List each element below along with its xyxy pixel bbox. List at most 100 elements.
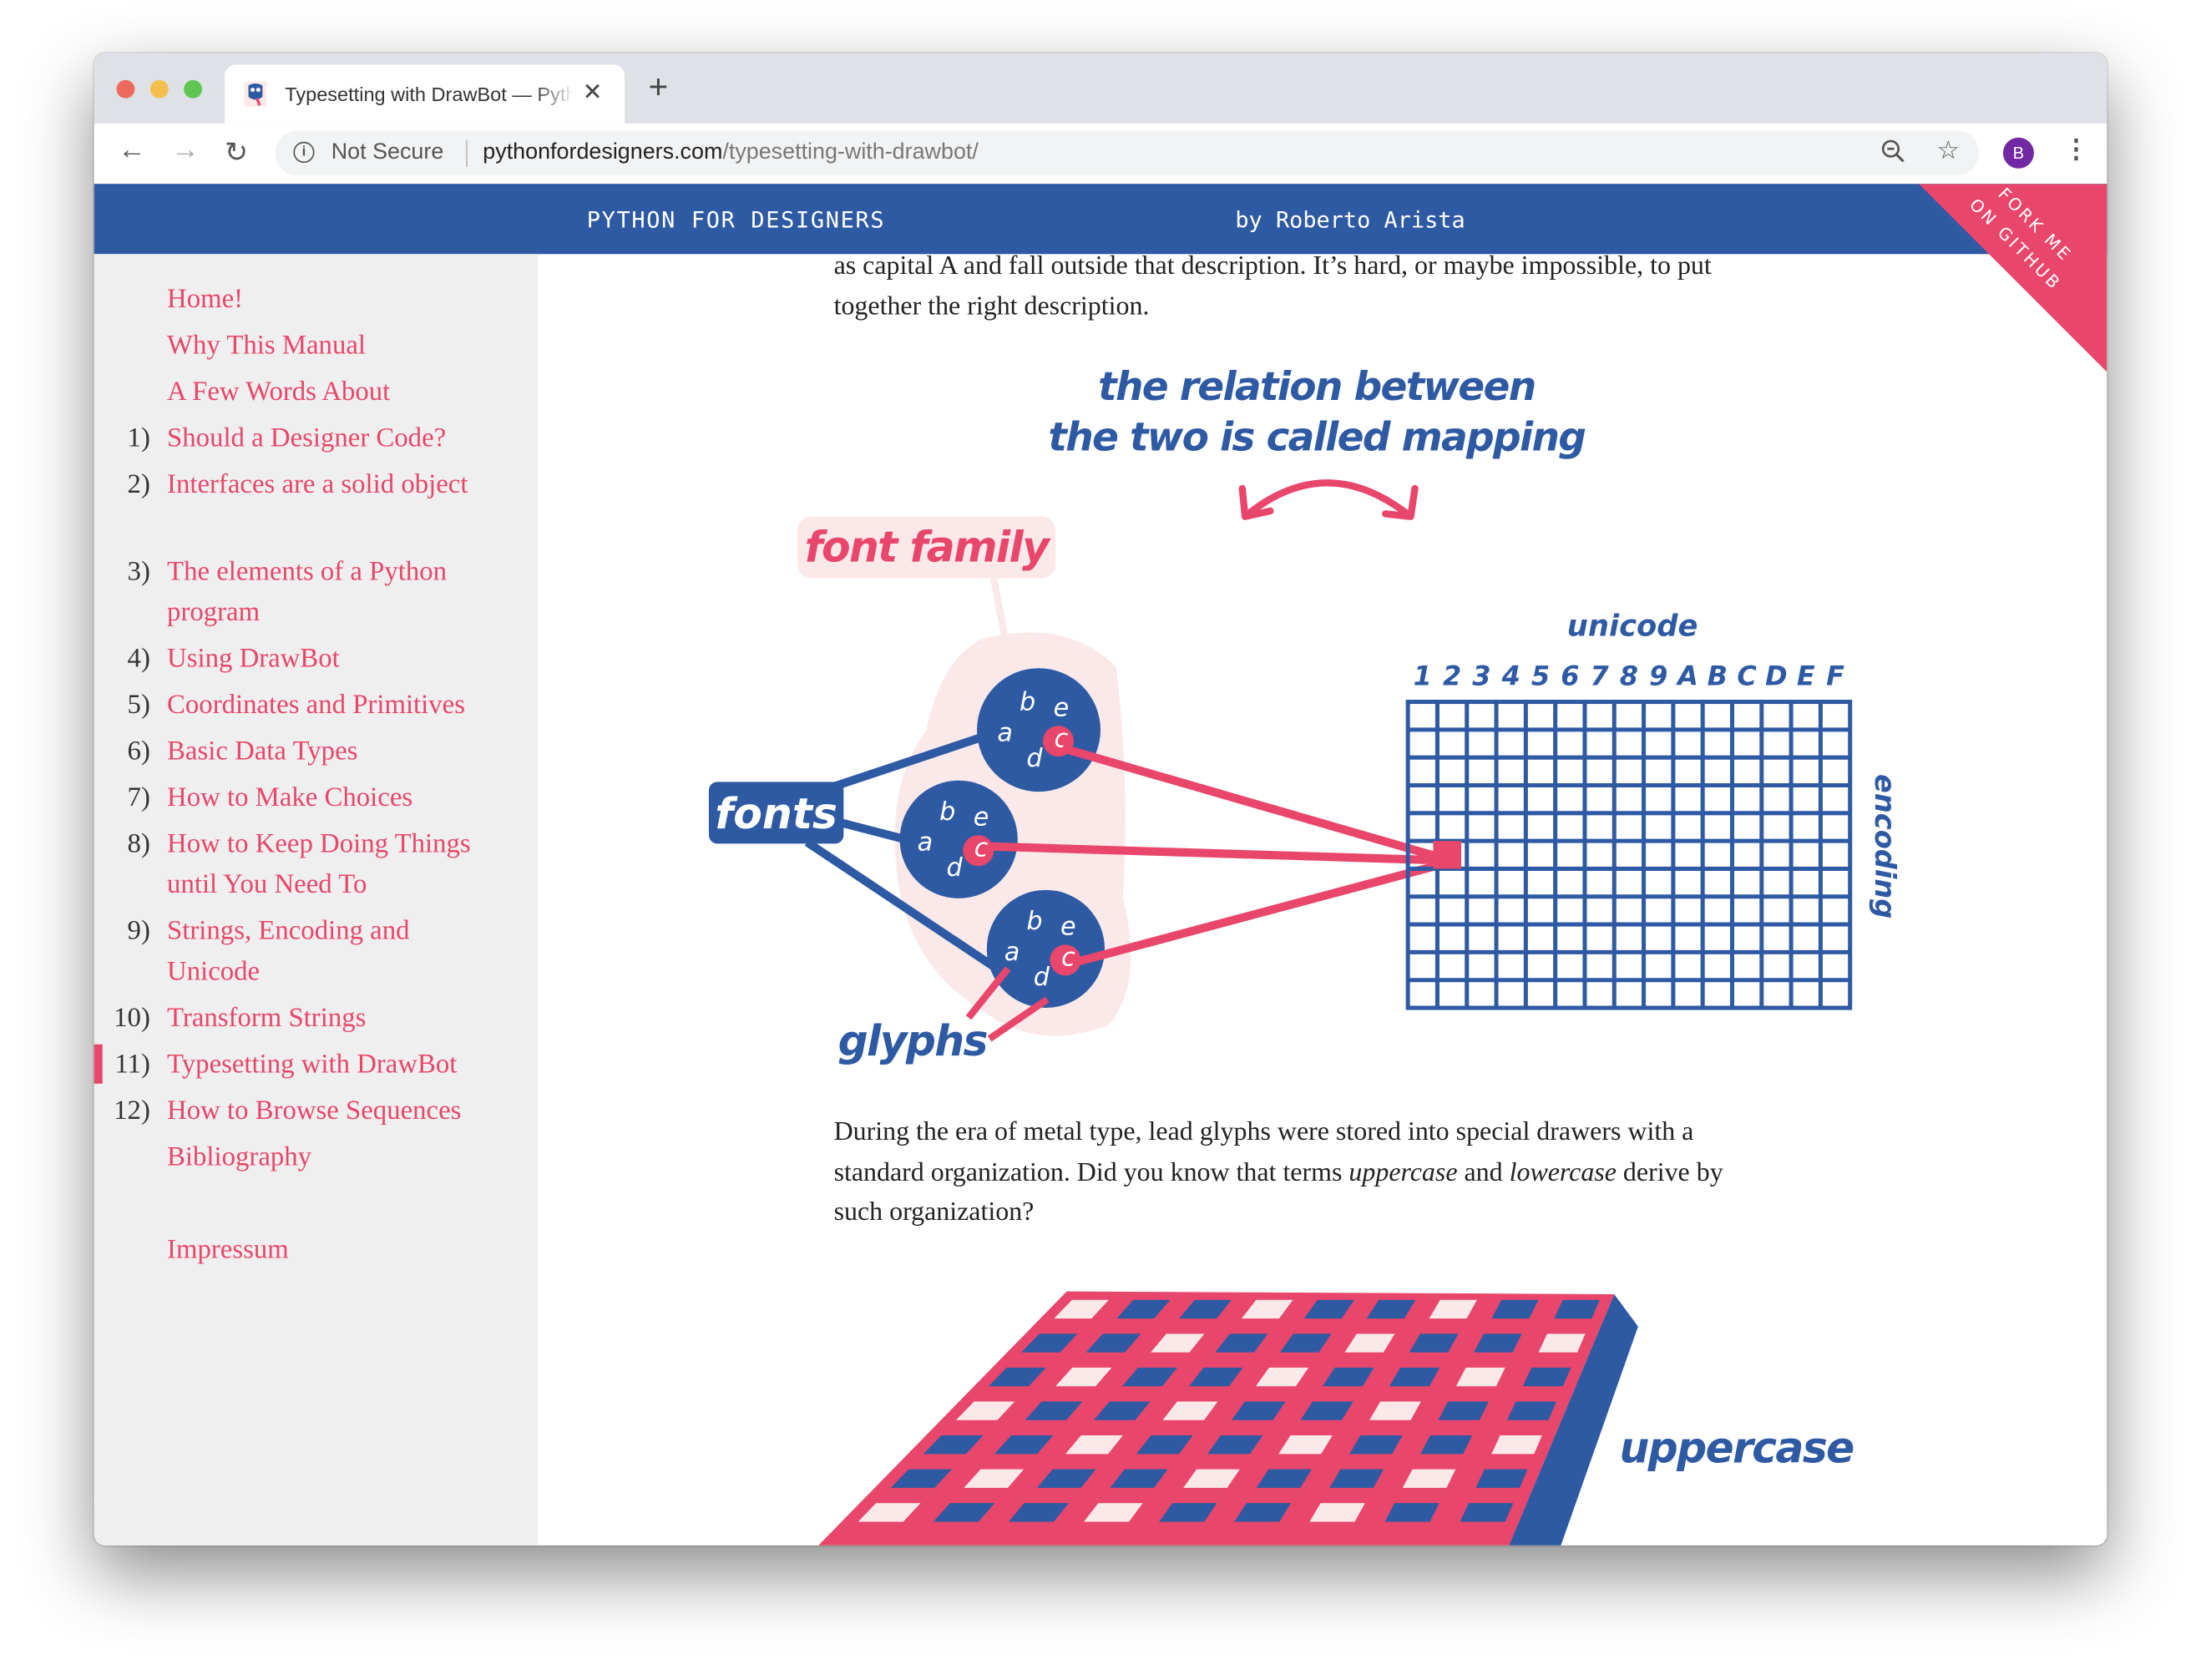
paragraph-metal-type: During the era of metal type, lead glyph… [834, 1113, 1774, 1233]
active-indicator [94, 1044, 103, 1084]
sidebar-item-label: Transform Strings [167, 1003, 367, 1034]
type-case-compartment [1402, 1469, 1456, 1488]
sidebar-item-number: 10) [114, 1003, 150, 1034]
type-case-compartment [1522, 1367, 1571, 1387]
type-case-compartment [1116, 1299, 1171, 1319]
glyph-letter: a [918, 828, 934, 858]
site-brand[interactable]: PYTHON FOR DESIGNERS [586, 206, 886, 234]
url-text[interactable]: pythonfordesigners.com/typesetting-with-… [483, 140, 979, 165]
sidebar-item-number: 11) [114, 1050, 150, 1080]
type-case-compartment [1256, 1469, 1312, 1488]
site-header: PYTHON FOR DESIGNERS by Roberto Arista [94, 184, 2107, 255]
sidebar-item-number: 5) [127, 691, 150, 721]
divider [466, 140, 468, 168]
unicode-grid [1405, 700, 1853, 1010]
tab-close-icon[interactable]: ✕ [582, 78, 603, 106]
fonts-label-bg [708, 782, 844, 844]
column-label: 4 [1501, 660, 1520, 691]
column-label: A [1675, 660, 1698, 691]
type-case-compartment [890, 1469, 953, 1488]
glyph-letter: a [1004, 938, 1020, 967]
type-case-compartment [1369, 1401, 1421, 1420]
sidebar-item-label: Should a Designer Code? [167, 423, 447, 453]
browser-window: Typesetting with DrawBot — Python for De… [94, 53, 2107, 1546]
close-window-button[interactable] [116, 79, 135, 99]
column-label: 7 [1590, 660, 1609, 691]
type-case-compartment [1309, 1503, 1365, 1522]
type-case-compartment [1409, 1333, 1459, 1353]
sidebar-item-number: 12) [114, 1096, 150, 1126]
type-case-compartment [1242, 1299, 1293, 1319]
type-case-compartment [1151, 1333, 1205, 1353]
sidebar-item-label: Strings, Encoding and Unicode [167, 916, 410, 987]
address-bar[interactable]: i Not Secure pythonfordesigners.com/type… [275, 130, 1980, 176]
para-text: and [1457, 1157, 1510, 1187]
type-case-compartment [1159, 1503, 1217, 1522]
glyphs-label: glyphs [838, 1016, 988, 1065]
maximize-window-button[interactable] [184, 79, 203, 99]
sidebar-item-label: How to Browse Sequences [167, 1096, 462, 1126]
back-icon[interactable]: ← [118, 134, 146, 166]
column-label: 2 [1443, 660, 1461, 691]
column-label: 9 [1649, 660, 1667, 691]
sidebar-item-label: How to Make Choices [167, 783, 413, 813]
column-label: F [1826, 660, 1844, 691]
column-label: 6 [1561, 660, 1579, 691]
sidebar-item-number: 7) [127, 783, 150, 813]
glyph-letter: c [974, 833, 989, 863]
paragraph-intro: as capital A and fall outside that descr… [833, 254, 1712, 321]
info-icon[interactable]: i [293, 141, 315, 164]
type-case-compartment [1110, 1469, 1168, 1488]
em-uppercase: uppercase [1348, 1157, 1458, 1187]
column-label: 8 [1620, 660, 1638, 691]
column-label: E [1797, 660, 1815, 691]
type-case-compartment [1234, 1503, 1292, 1522]
type-case-compartment [989, 1367, 1046, 1387]
type-case-compartment [1474, 1333, 1522, 1353]
favicon-icon [244, 81, 267, 107]
type-case-compartment [1189, 1367, 1243, 1387]
type-case-side [1509, 1293, 1638, 1546]
type-case-compartment [1420, 1435, 1473, 1455]
type-case-compartment [1300, 1401, 1353, 1420]
reload-icon[interactable]: ↻ [224, 137, 249, 169]
tab-title: Typesetting with DrawBot — Python for De… [285, 83, 573, 106]
security-label[interactable]: Not Secure [331, 140, 444, 164]
profile-avatar[interactable]: B [2002, 137, 2034, 169]
glyph-letter: e [974, 802, 989, 832]
glyph-letter: e [1054, 693, 1070, 722]
glyph-letter: b [939, 797, 955, 827]
type-case-compartment [1460, 1503, 1514, 1522]
em-lowercase: lowercase [1509, 1157, 1617, 1187]
type-case-compartment [933, 1503, 995, 1522]
sidebar-item-label: Bibliography [167, 1142, 312, 1172]
diagram-title-2: the two is called mapping [1048, 415, 1586, 461]
encoding-label: encoding [1869, 774, 1901, 918]
bookmark-star-icon[interactable]: ☆ [1936, 136, 1960, 164]
new-tab-button[interactable]: + [648, 68, 669, 107]
type-case-compartment [1207, 1435, 1263, 1455]
glyph-letter: b [1020, 688, 1035, 717]
minimize-window-button[interactable] [149, 79, 169, 99]
forward-icon[interactable]: → [171, 134, 200, 166]
sidebar-item-label: Why This Manual [167, 331, 367, 362]
type-case-compartment [1329, 1469, 1384, 1488]
glyph-letter: d [1034, 963, 1050, 992]
type-case-compartment [1036, 1469, 1096, 1488]
more-menu-icon[interactable]: ⋮ [2063, 134, 2089, 164]
fonts-label: fonts [715, 789, 837, 838]
zoom-icon[interactable] [1881, 139, 1906, 171]
column-label: D [1765, 660, 1788, 691]
unicode-label: unicode [1567, 610, 1698, 644]
para-text: derive by such organization? [833, 1157, 1723, 1227]
main-content: as capital A and fall outside that descr… [538, 254, 2107, 1546]
font-circle [986, 889, 1106, 1009]
fork-me-ribbon[interactable]: FORK ME ON GITHUB [1910, 184, 2107, 380]
tab-active[interactable]: Typesetting with DrawBot — Python for De… [224, 64, 625, 124]
column-label: C [1737, 660, 1757, 691]
